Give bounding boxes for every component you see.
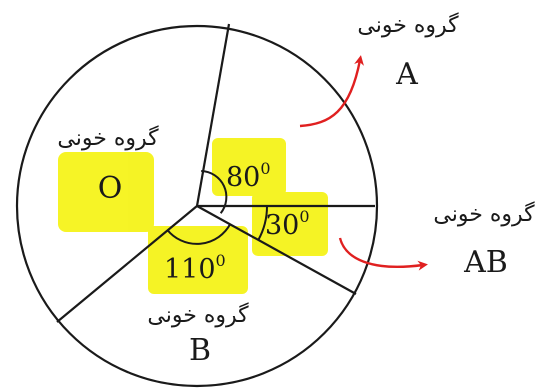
highlight-30 (252, 192, 328, 256)
pointer-arrows (299, 55, 428, 271)
angle-30-value: 30 (265, 210, 299, 241)
highlight-110 (148, 226, 248, 294)
divider-a-o (195, 23, 231, 207)
label-a-letter: A (395, 57, 418, 92)
label-o-group: گروه خونی (57, 125, 159, 151)
label-o-letter: O (98, 171, 123, 206)
divider-b-o (56, 205, 198, 323)
arrow-to-ab (338, 237, 428, 271)
label-b-group: گروه خونی (147, 302, 249, 328)
label-ab-letter: AB (463, 245, 508, 280)
angle-label-30: 300 (265, 207, 310, 241)
highlight-o (58, 152, 154, 232)
label-ab-group: گروه خونی (433, 201, 535, 227)
angle-label-110: 1100 (164, 251, 226, 285)
highlight-marks (58, 138, 328, 294)
angle-label-80: 800 (226, 159, 271, 193)
angle-80-value: 80 (226, 162, 260, 193)
angle-80-unit: 0 (260, 159, 270, 178)
label-b-letter: B (189, 333, 211, 368)
label-a-group: گروه خونی (357, 12, 459, 38)
arrow-to-a (299, 55, 364, 128)
angle-arc-110 (166, 223, 232, 245)
pie-outline (15, 24, 379, 388)
angle-arc-30 (257, 205, 269, 241)
sector-dividers (56, 23, 375, 323)
highlight-80 (212, 138, 286, 196)
divider-ab-b (196, 205, 357, 295)
angle-110-value: 110 (164, 254, 216, 285)
angle-30-unit: 0 (299, 207, 309, 226)
angle-arc-80 (201, 170, 228, 214)
angle-arcs (166, 170, 269, 245)
angle-110-unit: 0 (216, 251, 226, 270)
